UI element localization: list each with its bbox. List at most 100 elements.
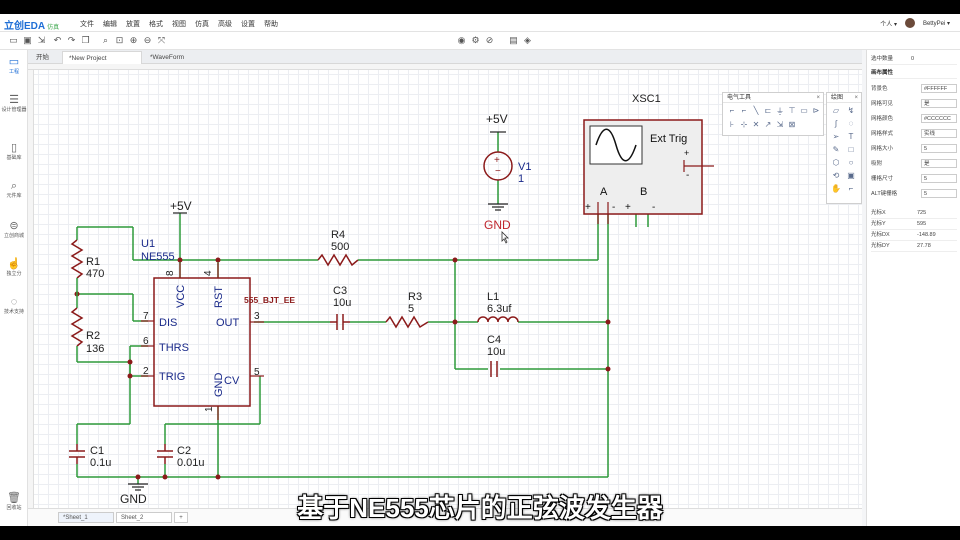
junction-tool-icon[interactable]: ⊹ [740, 120, 748, 129]
arrow-icon[interactable]: ➢ [832, 132, 840, 141]
u1-ne555[interactable]: U1 NE555 555_BJT_EE VCC RST DIS THRS TRI… [141, 238, 295, 420]
redo-icon[interactable]: ↷ [67, 35, 76, 45]
sidebar-item-design-manager[interactable]: ☰ 设计管理器 [0, 94, 28, 113]
arc-icon[interactable]: ∫ [834, 119, 838, 128]
zoom-out-icon[interactable]: ⊖ [143, 35, 152, 45]
sidebar-item-parts-lib[interactable]: ⌕ 元件库 [0, 180, 28, 199]
menu-view[interactable]: 视图 [172, 21, 186, 28]
pan-icon[interactable]: ✋ [831, 184, 841, 193]
rectangle-icon[interactable]: □ [848, 145, 854, 154]
prop-bg-color-input[interactable]: #FFFFFF [921, 84, 957, 93]
settings-icon[interactable]: ⚙ [471, 35, 480, 45]
export-icon[interactable]: ⇲ [37, 35, 46, 45]
current-probe-icon[interactable]: ⊠ [788, 120, 796, 129]
resistor-r1[interactable]: R1 470 [70, 239, 104, 294]
flag-tool-icon[interactable]: ⊳ [812, 106, 820, 115]
add-sheet-button[interactable]: + [174, 512, 188, 523]
close-icon[interactable]: × [854, 95, 858, 101]
probe-tool-icon[interactable]: ↗ [764, 120, 772, 129]
prop-grid-color-input[interactable]: #CCCCCC [921, 114, 957, 123]
sidebar-item-support[interactable]: ◌ 技术支持 [0, 296, 28, 315]
menu-format[interactable]: 格式 [149, 21, 163, 28]
gnd-bottom[interactable]: GND [120, 483, 148, 506]
netlabel-tool-icon[interactable]: ⊏ [764, 106, 772, 115]
personal-menu[interactable]: 个人 ▾ [880, 21, 897, 28]
copy-icon[interactable]: ❐ [81, 35, 90, 45]
electrical-tools-palette[interactable]: 电气工具× ⌐ ⌐ ╲ ⊏ ⏚ ⊤ ▭ ⊳ ⊦ ⊹ ✕ ↗ ⇲ ⊠ [722, 92, 824, 136]
zoom-fit-icon[interactable]: ⊡ [115, 35, 124, 45]
vcc-tool-icon[interactable]: ⊤ [788, 106, 796, 115]
probe-icon[interactable]: ⊘ [485, 35, 494, 45]
ellipse-icon[interactable]: ○ [848, 158, 854, 167]
bus-tool-icon[interactable]: ⌐ [741, 106, 747, 115]
sidebar-item-project[interactable]: ▭ 工程 [0, 56, 28, 75]
menu-simulate[interactable]: 仿真 [195, 21, 209, 28]
fit-all-icon[interactable]: ⤧ [157, 35, 166, 45]
prop-grid-style-select[interactable]: 实线 [921, 129, 957, 138]
new-file-icon[interactable]: ▭ [9, 35, 18, 45]
oscilloscope-xsc1[interactable]: XSC1 Ext Trig + - A B + - + - [583, 93, 714, 224]
tab-start[interactable]: 开始 [36, 54, 49, 61]
prop-snap-select[interactable]: 是 [921, 159, 957, 168]
sidebar-item-store[interactable]: ⊜ 立创商城 [0, 220, 28, 239]
tab-new-project[interactable]: *New Project [62, 51, 142, 64]
sidebar-item-basic-lib[interactable]: ▯ 基础库 [0, 142, 28, 161]
resistor-r4[interactable]: R4 500 [317, 229, 359, 267]
prop-snap-size-input[interactable]: 5 [921, 174, 957, 183]
pin-tool-icon[interactable]: ⊦ [729, 120, 735, 129]
polygon-icon[interactable]: ⬡ [832, 158, 840, 167]
username[interactable]: BettyPei ▾ [922, 20, 950, 27]
save-icon[interactable]: ▣ [23, 35, 32, 45]
tab-waveform[interactable]: *WaveForm [150, 54, 185, 61]
prop-grid-size-input[interactable]: 5 [921, 144, 957, 153]
menu-file[interactable]: 文件 [80, 21, 94, 28]
canvas-props-section[interactable]: 画布属性 [871, 68, 957, 79]
source-v1[interactable]: +5V + − V1 1 GND [483, 112, 531, 232]
layers-icon[interactable]: ◈ [524, 35, 531, 45]
menu-help[interactable]: 帮助 [264, 21, 278, 28]
sidebar-item-trash[interactable]: 🗑 回收站 [0, 492, 28, 511]
sheet-tab-1[interactable]: *Sheet_1 [58, 512, 114, 523]
origin-icon[interactable]: ⌐ [848, 184, 854, 193]
bezier-icon[interactable]: ↯ [847, 106, 855, 115]
schematic-svg[interactable]: +5V U1 NE555 555_BJT_EE VCC RST DIS THRS… [28, 64, 862, 508]
pen-icon[interactable]: ✎ [832, 145, 840, 154]
inductor-l1[interactable]: L1 6.3uf [477, 291, 519, 323]
capacitor-c2[interactable]: C2 0.01u [157, 444, 205, 469]
search-icon[interactable]: ⌕ [102, 35, 109, 45]
menu-edit[interactable]: 编辑 [103, 21, 117, 28]
prop-grid-visible-select[interactable]: 是 [921, 99, 957, 108]
menu-settings[interactable]: 设置 [241, 21, 255, 28]
avatar[interactable] [904, 18, 915, 28]
gnd-tool-icon[interactable]: ⏚ [776, 107, 784, 116]
sidebar-item-hand[interactable]: ☝ 独立分 [0, 258, 28, 277]
port-tool-icon[interactable]: ▭ [800, 106, 808, 115]
line-tool-icon[interactable]: ╲ [753, 106, 759, 115]
capacitor-c4[interactable]: C4 10u [487, 334, 505, 377]
run-icon[interactable]: ◉ [457, 35, 466, 45]
voltage-probe-icon[interactable]: ⇲ [776, 120, 784, 129]
resistor-r3[interactable]: R3 5 [385, 291, 429, 329]
image-icon[interactable]: ▤ [509, 35, 518, 45]
menu-advanced[interactable]: 高级 [218, 21, 232, 28]
supply-u1[interactable]: +5V [170, 199, 192, 214]
sheet-tab-2[interactable]: Sheet_2 [116, 512, 172, 523]
capacitor-c3[interactable]: C3 10u [330, 285, 351, 330]
menu-place[interactable]: 放置 [126, 21, 140, 28]
zoom-in-icon[interactable]: ⊕ [129, 35, 138, 45]
close-icon[interactable]: × [816, 95, 820, 101]
wire-tool-icon[interactable]: ⌐ [729, 106, 735, 115]
prop-alt-snap-input[interactable]: 5 [921, 189, 957, 198]
polyline-icon[interactable]: ▱ [832, 106, 840, 115]
freehand-icon[interactable]: ⟲ [832, 171, 840, 180]
image-icon[interactable]: ▣ [847, 171, 855, 180]
schematic-canvas[interactable]: +5V U1 NE555 555_BJT_EE VCC RST DIS THRS… [28, 64, 862, 508]
drawing-tools-palette[interactable]: 绘图× ▱ ↯ ∫ ◌ ➢ T ✎ □ ⬡ ○ ⟲ ▣ ✋ ⌐ [826, 92, 862, 204]
resistor-r2[interactable]: R2 136 [70, 294, 104, 362]
circle-arc-icon[interactable]: ◌ [848, 119, 854, 128]
capacitor-c1[interactable]: C1 0.1u [69, 444, 111, 469]
text-icon[interactable]: T [848, 132, 854, 141]
noconnect-tool-icon[interactable]: ✕ [752, 120, 760, 129]
undo-icon[interactable]: ↶ [53, 35, 62, 45]
